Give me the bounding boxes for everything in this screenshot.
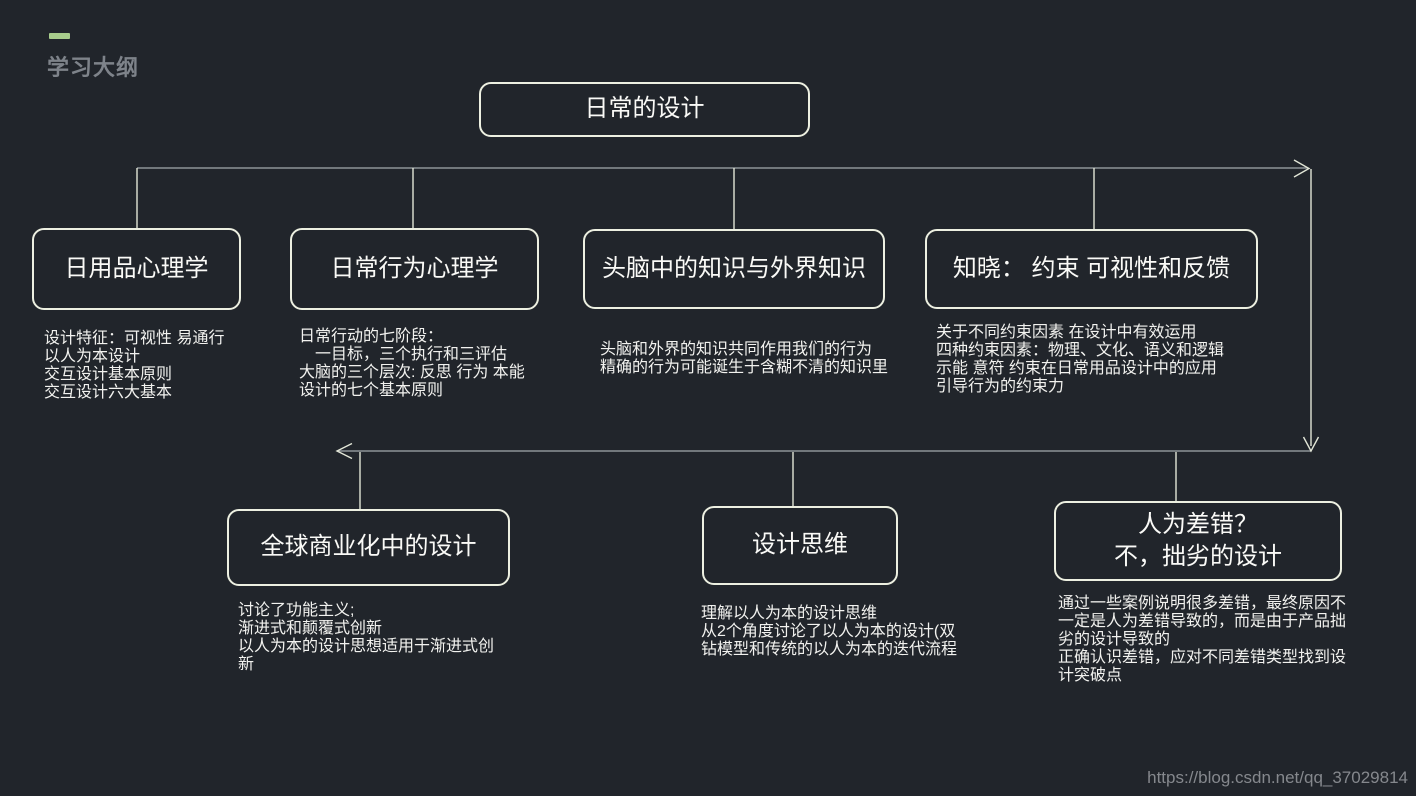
mindmap-node: 知晓： 约束 可视性和反馈	[925, 229, 1258, 309]
node-description: 设计特征：可视性 易通行 以人为本设计 交互设计基本原则 交互设计六大基本	[44, 330, 225, 401]
node-description: 头脑和外界的知识共同作用我们的行为 精确的行为可能诞生于含糊不清的知识里	[600, 341, 889, 376]
node-description: 讨论了功能主义; 渐进式和颠覆式创新 以人为本的设计思想适用于渐进式创 新	[238, 602, 495, 673]
mindmap-node: 全球商业化中的设计	[227, 509, 510, 586]
arrow-right-icon	[1293, 159, 1311, 178]
accent-dash	[49, 33, 70, 39]
node-title: 人为差错？ 不，拙劣的设计	[1114, 510, 1282, 570]
page-title: 学习大纲	[47, 55, 140, 80]
mindmap-node: 日用品心理学	[32, 228, 241, 310]
mindmap-node: 人为差错？ 不，拙劣的设计	[1054, 501, 1342, 581]
arrow-down-icon	[1302, 436, 1320, 453]
node-description: 关于不同约束因素 在设计中有效运用 四种约束因素：物理、文化、语义和逻辑 示能 …	[936, 324, 1225, 395]
node-title: 知晓： 约束 可视性和反馈	[952, 254, 1231, 282]
node-title: 全球商业化中的设计	[260, 533, 477, 561]
mindmap-node: 头脑中的知识与外界知识	[583, 229, 885, 309]
node-title: 设计思维	[752, 531, 848, 559]
watermark-link: https://blog.csdn.net/qq_37029814	[1147, 768, 1408, 787]
mindmap-node: 日常行为心理学	[290, 228, 539, 310]
node-title: 头脑中的知识与外界知识	[602, 254, 866, 282]
node-title: 日用品心理学	[64, 254, 209, 282]
node-title: 日常行为心理学	[330, 254, 499, 282]
node-description: 通过一些案例说明很多差错，最终原因不 一定是人为差错导致的，而是由于产品拙 劣的…	[1058, 595, 1347, 684]
node-description: 理解以人为本的设计思维 从2个角度讨论了以人为本的设计(双 钻模型和传统的以人为…	[701, 605, 958, 658]
mindmap-node-root: 日常的设计	[479, 82, 810, 137]
node-title: 日常的设计	[584, 95, 705, 123]
arrow-left-icon	[335, 442, 353, 460]
mindmap-node: 设计思维	[702, 506, 898, 585]
node-description: 日常行动的七阶段： 一目标，三个执行和三评估 大脑的三个层次: 反思 行为 本能…	[299, 328, 525, 399]
